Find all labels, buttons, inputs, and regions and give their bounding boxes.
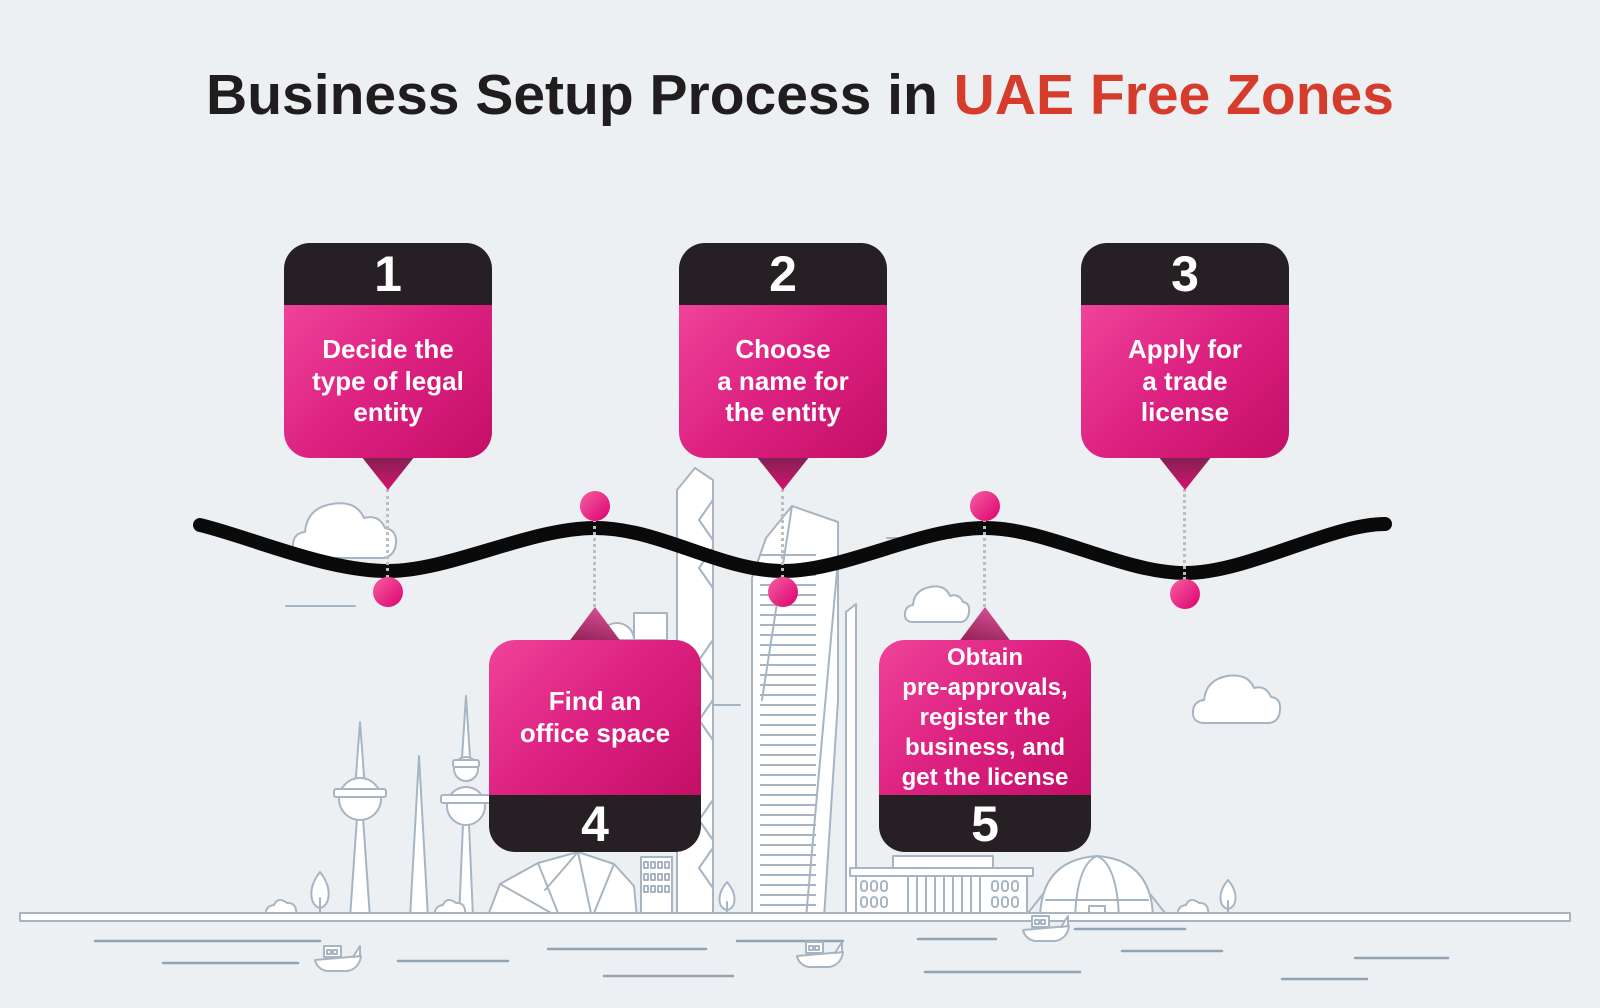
cloud-icon — [1191, 674, 1282, 724]
connector-line — [593, 519, 596, 607]
step-card-5: Obtain pre-approvals, register the busin… — [879, 640, 1091, 852]
step-card-2: 2 Choose a name for the entity — [679, 243, 887, 458]
timeline-dot — [768, 577, 798, 607]
step-card-3: 3 Apply for a trade license — [1081, 243, 1289, 458]
cloud-icon — [291, 502, 398, 559]
step-card-1: 1 Decide the type of legal entity — [284, 243, 492, 458]
timeline-dot — [580, 491, 610, 521]
timeline-dot — [970, 491, 1000, 521]
boat-icon — [314, 945, 362, 972]
step-number: 1 — [284, 243, 492, 305]
connector-line — [1183, 489, 1186, 580]
ground-line — [19, 912, 1571, 922]
low-building — [640, 856, 673, 919]
page-title: Business Setup Process in UAE Free Zones — [0, 62, 1600, 128]
step-label: Find an office space — [489, 640, 701, 795]
timeline-dot — [373, 577, 403, 607]
step-label: Decide the type of legal entity — [284, 305, 492, 458]
water-lines — [93, 927, 1450, 981]
step-label: Obtain pre-approvals, register the busin… — [879, 640, 1091, 795]
timeline-dot — [1170, 579, 1200, 609]
connector-line — [781, 489, 784, 578]
small-block — [633, 612, 668, 641]
step-label: Apply for a trade license — [1081, 305, 1289, 458]
step-number: 4 — [489, 795, 701, 852]
cloud-icon — [903, 585, 971, 623]
tv-tower — [333, 721, 387, 919]
connector-line — [983, 519, 986, 607]
boat-icon — [796, 941, 844, 968]
government-building — [849, 855, 1034, 919]
step-card-4: Find an office space 4 — [489, 640, 701, 852]
step-number: 5 — [879, 795, 1091, 852]
tv-tower — [440, 695, 492, 919]
step-label: Choose a name for the entity — [679, 305, 887, 458]
connector-line — [386, 489, 389, 578]
title-prefix: Business Setup Process in — [206, 63, 938, 127]
boat-icon — [1022, 915, 1070, 942]
step-number: 3 — [1081, 243, 1289, 305]
title-highlight: UAE Free Zones — [953, 63, 1394, 127]
step-number: 2 — [679, 243, 887, 305]
